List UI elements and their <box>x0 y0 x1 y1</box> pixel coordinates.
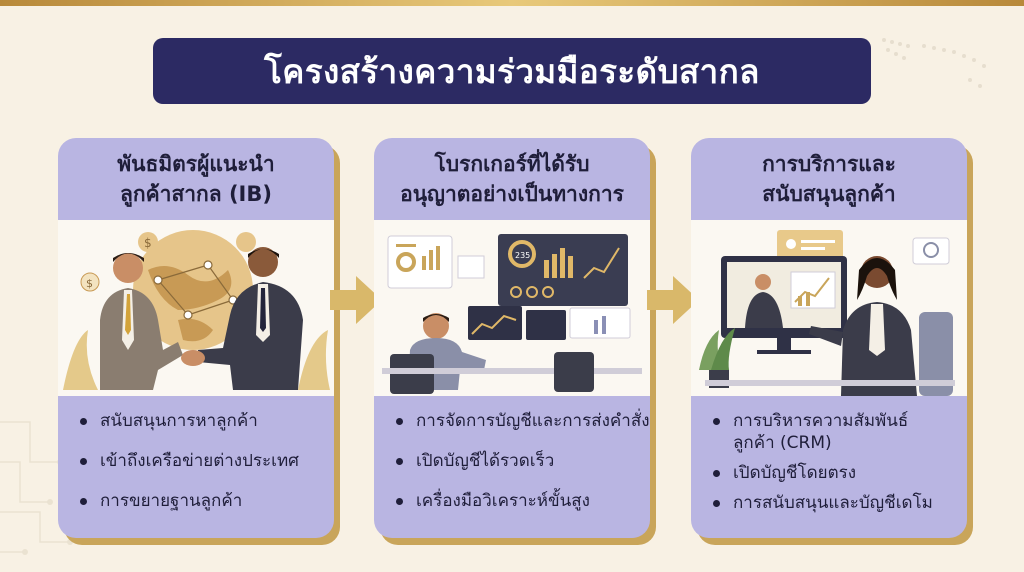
list-item: เปิดบัญชีได้รวดเร็ว <box>396 450 650 472</box>
list-item: สนับสนุนการหาลูกค้า <box>80 410 334 432</box>
svg-text:$: $ <box>144 236 152 250</box>
card-client-support: การบริการและ สนับสนุนลูกค้า <box>691 138 967 538</box>
list-item: เปิดบัญชีโดยตรง <box>713 462 967 484</box>
card-ib-partner: พันธมิตรผู้แนะนำ ลูกค้าสากล (IB) $ $ <box>58 138 334 538</box>
arrow-right-icon <box>330 276 382 324</box>
card-title-line1: โบรกเกอร์ที่ได้รับ <box>434 152 590 176</box>
list-item: เครื่องมือวิเคราะห์ขั้นสูง <box>396 490 650 512</box>
card-bullet-list: สนับสนุนการหาลูกค้า เข้าถึงเครือข่ายต่าง… <box>58 396 334 512</box>
card-bullet-list: การจัดการบัญชีและการส่งคำสั่ง เปิดบัญชีไ… <box>374 396 650 512</box>
list-item: การขยายฐานลูกค้า <box>80 490 334 512</box>
card-header: โบรกเกอร์ที่ได้รับ อนุญาตอย่างเป็นทางการ <box>374 138 650 220</box>
card-header: พันธมิตรผู้แนะนำ ลูกค้าสากล (IB) <box>58 138 334 220</box>
arrow-right-icon <box>647 276 699 324</box>
gauge-value: 235 <box>515 251 530 260</box>
card-title-line2: อนุญาตอย่างเป็นทางการ <box>400 182 624 206</box>
top-gold-bar <box>0 0 1024 6</box>
list-item: การสนับสนุนและบัญชีเดโม <box>713 492 967 514</box>
card-licensed-broker: โบรกเกอร์ที่ได้รับ อนุญาตอย่างเป็นทางการ… <box>374 138 650 538</box>
card-title-line2: สนับสนุนลูกค้า <box>762 182 896 206</box>
card-title-line1: พันธมิตรผู้แนะนำ <box>117 152 275 176</box>
card-bullet-list: การบริหารความสัมพันธ์ลูกค้า (CRM) เปิดบั… <box>691 396 967 514</box>
svg-text:$: $ <box>86 277 93 290</box>
card-title-line1: การบริการและ <box>762 152 896 176</box>
card-title-line2: ลูกค้าสากล (IB) <box>120 182 272 206</box>
list-item: การจัดการบัญชีและการส่งคำสั่ง <box>396 410 650 432</box>
video-call-illustration <box>691 220 967 396</box>
trader-dashboard-illustration: 235 <box>374 220 650 396</box>
handshake-illustration: $ $ <box>58 220 334 396</box>
list-item: การบริหารความสัมพันธ์ลูกค้า (CRM) <box>713 410 943 454</box>
page-title: โครงสร้างความร่วมมือระดับสากล <box>153 38 871 104</box>
card-header: การบริการและ สนับสนุนลูกค้า <box>691 138 967 220</box>
list-item: เข้าถึงเครือข่ายต่างประเทศ <box>80 450 334 472</box>
